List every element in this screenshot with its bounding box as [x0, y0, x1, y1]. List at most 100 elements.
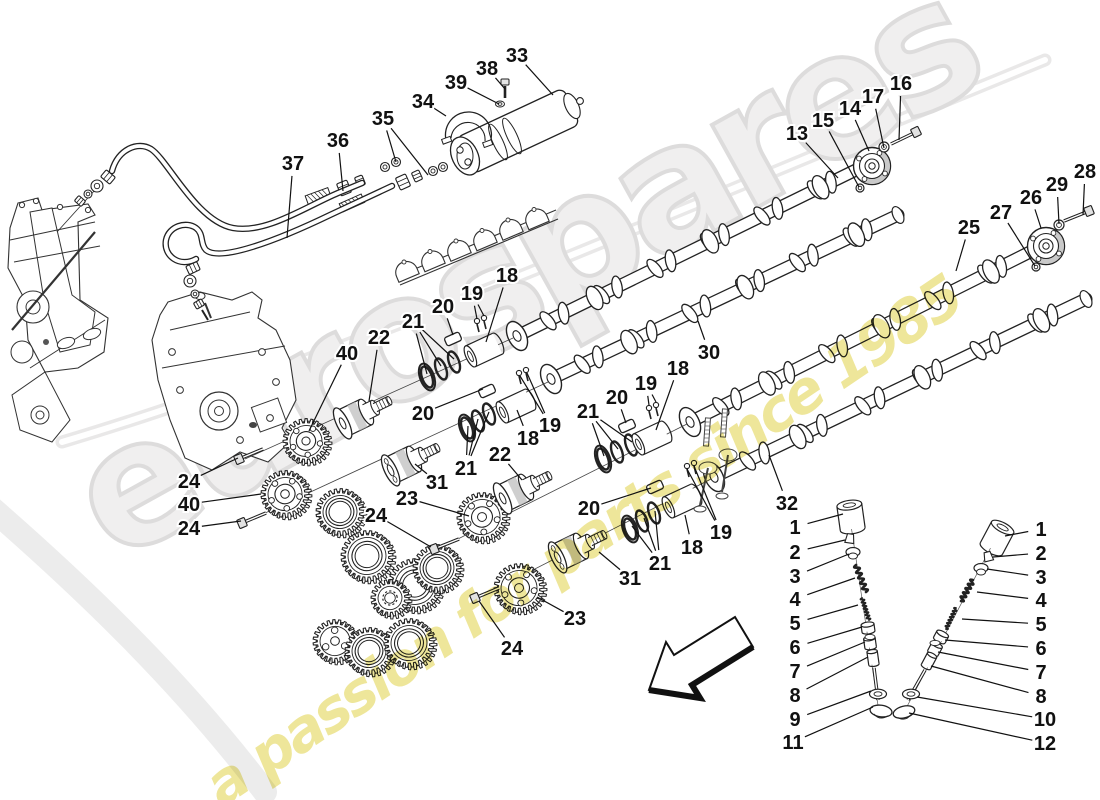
shim-20a	[444, 331, 462, 347]
part-label-1: 1	[787, 513, 844, 541]
part-label-6: 6	[787, 626, 863, 661]
part-number: 22	[489, 444, 511, 466]
leader-line	[631, 525, 653, 553]
clamp-bracket	[440, 111, 494, 149]
part-number: 16	[890, 73, 912, 95]
leader-line	[468, 418, 479, 456]
pedestal-arch	[421, 249, 446, 273]
pins-19a	[473, 314, 488, 333]
part-number: 7	[789, 661, 800, 683]
valve-train-left	[836, 499, 893, 719]
leader-line	[433, 107, 447, 117]
valve-rings-21b	[457, 402, 497, 443]
leader-line	[944, 639, 1029, 648]
part-number: 2	[789, 542, 800, 564]
leader-line	[595, 420, 619, 450]
part-label-3: 3	[986, 565, 1049, 591]
gear-cluster-2	[340, 530, 397, 585]
part-label-25: 25	[955, 215, 982, 272]
part-number: 7	[1035, 662, 1046, 684]
part-number: 6	[789, 637, 800, 659]
part-label-40: 40	[176, 492, 262, 518]
part-label-21: 21	[575, 399, 633, 457]
part-label-3: 3	[787, 553, 850, 590]
engine-block-centre	[151, 291, 297, 471]
leader-line	[477, 304, 485, 317]
pedestal-arch	[395, 259, 420, 283]
part-number: 20	[606, 387, 628, 409]
part-label-4: 4	[976, 588, 1049, 614]
cam-variator-14	[852, 146, 892, 186]
part-label-15: 15	[810, 108, 860, 188]
part-label-24: 24	[176, 516, 242, 542]
part-number: 11	[782, 732, 803, 754]
part-number: 1	[789, 517, 800, 539]
leader-line	[976, 591, 1029, 599]
part-label-20: 20	[430, 294, 456, 336]
shim-20b	[478, 383, 496, 399]
leader-line	[434, 388, 484, 409]
leader-line	[495, 77, 506, 90]
part-number: 5	[1035, 614, 1046, 636]
leader-line	[478, 600, 506, 638]
bolt-24c	[428, 537, 460, 555]
leader-line	[308, 364, 342, 432]
part-label-2: 2	[787, 539, 846, 566]
leader-line	[536, 596, 564, 613]
part-label-18: 18	[655, 356, 691, 431]
part-number: 24	[178, 518, 201, 540]
leader-line	[446, 318, 454, 336]
shim-20d	[646, 479, 664, 495]
leader-line	[201, 520, 242, 527]
tappet-18a	[463, 332, 505, 368]
leader-line	[419, 501, 470, 517]
part-label-7: 7	[787, 641, 866, 685]
part-label-21: 21	[453, 411, 490, 482]
leader-line	[807, 577, 856, 596]
camshaft-hub-22b	[492, 470, 553, 515]
part-label-22: 22	[487, 442, 523, 481]
camshaft-inlet-lh	[505, 160, 869, 352]
pins-19c	[645, 401, 660, 420]
leader-line	[519, 375, 544, 415]
filter-assembly	[449, 89, 584, 176]
leader-line	[485, 287, 504, 343]
part-label-8: 8	[787, 656, 869, 709]
leader-line	[854, 119, 870, 152]
leader-line	[992, 553, 1029, 558]
part-number: 17	[862, 86, 884, 108]
part-number: 24	[365, 505, 388, 527]
part-label-13: 13	[784, 121, 839, 179]
part-label-19: 19	[519, 372, 563, 439]
camshaft-hub-31b	[547, 529, 608, 574]
leader-line	[620, 409, 627, 424]
part-label-19: 19	[686, 465, 734, 546]
part-number: 19	[539, 415, 561, 437]
leader-line	[526, 372, 546, 414]
part-number: 23	[564, 608, 586, 630]
part-label-19: 19	[459, 281, 485, 320]
bolt-24d	[469, 586, 500, 604]
tappet-18b	[495, 388, 537, 424]
part-number: 36	[327, 130, 349, 152]
tappet-18d	[661, 483, 703, 519]
leader-line	[467, 87, 500, 105]
part-number: 34	[412, 91, 435, 113]
gear-cluster-4	[412, 544, 465, 595]
leader-line	[807, 539, 846, 550]
part-number: 21	[577, 401, 599, 423]
part-number: 12	[1034, 733, 1056, 755]
part-label-18: 18	[485, 263, 520, 343]
part-label-12: 12	[908, 712, 1058, 757]
part-number: 40	[178, 494, 200, 516]
part-number: 4	[1035, 590, 1047, 612]
camshaft-hub-22a	[332, 395, 393, 440]
part-label-26: 26	[1018, 185, 1044, 229]
leader-line	[955, 239, 966, 272]
direction-arrow-icon	[647, 615, 755, 702]
leader-line	[828, 131, 860, 188]
part-number: 23	[396, 488, 418, 510]
part-label-40: 40	[308, 341, 360, 432]
part-label-18: 18	[679, 514, 705, 561]
